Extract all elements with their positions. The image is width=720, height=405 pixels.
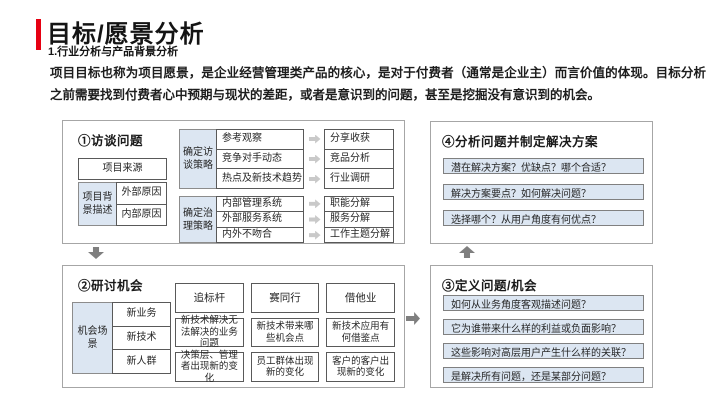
grid-cell: 新技术解决无法解决的业务问题: [175, 315, 244, 349]
opportunity-grid: 追标杆 赛同行 借他业 新技术解决无法解决的业务问题 新技术带来哪些机会点 新技…: [175, 283, 395, 384]
governance-strategy-group: 确定治理策略 内部管理系统 外部服务系统 内外不吻合 职能分解 服务分解 工作主…: [179, 196, 394, 243]
strategy-item: 外部服务系统: [216, 211, 304, 228]
question-bar: 是解决所有问题，还是某部分问题？: [443, 367, 644, 383]
strategy-outcome: 竞品分析: [324, 148, 394, 170]
panel-interview-questions: ①访谈问题 项目来源 项目背景描述 外部原因 内部原因 确定访谈策略 参考观察 …: [62, 120, 405, 244]
small-right-arrow-icon: [308, 154, 321, 164]
small-right-arrow-icon: [308, 214, 321, 224]
interview-strategy-outcomes: 分享收获 竞品分析 行业调研: [324, 129, 394, 190]
scene-row: 新技术: [112, 325, 171, 351]
question-bar: 解决方案要点？如何解决问题？: [443, 184, 644, 200]
strategy-arrows: [304, 196, 325, 243]
intro-paragraph: 项目目标也称为项目愿景，是企业经营管理类产品的核心，是对于付费者（通常是企业主）…: [50, 66, 706, 102]
grid-cell: 决策层、管理者出现新的变化: [175, 350, 244, 384]
project-source-box: 项目来源: [78, 158, 167, 180]
grid-cell: 追标杆: [175, 283, 244, 313]
panel-define-label: ③定义问题/机会: [442, 279, 537, 293]
small-right-arrow-icon: [308, 174, 321, 184]
strategy-outcome: 分享收获: [324, 129, 394, 150]
question-bar: 这些影响对高层用户产生什么样的关联？: [443, 343, 644, 359]
question-bar: 选择哪个？从用户角度有何优点？: [443, 210, 644, 226]
grid-cell: 新技术应用有何借鉴点: [326, 318, 395, 347]
flow-arrow-down-icon: [88, 247, 104, 259]
strategy-outcome: 职能分解: [324, 196, 394, 213]
strategy-outcome: 行业调研: [324, 168, 394, 190]
governance-strategy-items: 内部管理系统 外部服务系统 内外不吻合: [216, 196, 304, 243]
project-background-table: 项目背景描述 外部原因 内部原因: [78, 182, 167, 226]
strategy-item: 内外不吻合: [216, 226, 304, 243]
background-cause-cell: 内部原因: [116, 203, 167, 226]
strategy-outcome: 服务分解: [324, 211, 394, 228]
slide-subtitle: 1.行业分析与产品背景分析: [48, 46, 179, 58]
scene-row: 新业务: [112, 302, 171, 327]
slide-title: 目标/愿景分析: [47, 21, 205, 48]
opportunity-scene-rows: 新业务 新技术 新人群: [112, 302, 171, 375]
strategy-item: 内部管理系统: [216, 196, 304, 213]
flow-arrow-up-icon: [459, 246, 475, 258]
title-accent-bar: [36, 19, 41, 50]
grid-cell: 员工群体出现新的变化: [250, 352, 320, 382]
strategy-item: 热点及新技术趋势: [216, 168, 304, 190]
panel-interview-label: ①访谈问题: [78, 134, 144, 148]
opportunity-scene-header: 机会场景: [72, 302, 113, 374]
panel-define-problem: ③定义问题/机会 如何从业务角度客观描述问题？ 它为谁带来什么样的利益或负面影响…: [430, 265, 653, 388]
governance-strategy-header: 确定治理策略: [179, 196, 217, 243]
panel-solution-label: ④分析问题并制定解决方案: [442, 135, 599, 149]
panel-solution-analysis: ④分析问题并制定解决方案 潜在解决方案？优缺点？哪个合适？ 解决方案要点？如何解…: [430, 121, 653, 244]
strategy-outcome: 工作主题分解: [324, 226, 394, 243]
flow-arrow-right-icon: [406, 312, 420, 325]
small-right-arrow-icon: [308, 199, 321, 209]
interview-strategy-group: 确定访谈策略 参考观察 竞争对手动态 热点及新技术趋势 分享收获 竞品分析 行业…: [179, 129, 394, 190]
grid-cell: 借他业: [326, 283, 395, 313]
small-right-arrow-icon: [308, 134, 321, 144]
panel-opportunity-label: ②研讨机会: [78, 279, 144, 293]
question-bar: 如何从业务角度客观描述问题？: [443, 295, 644, 311]
project-background-rows: 外部原因 内部原因: [116, 182, 167, 226]
question-bar: 它为谁带来什么样的利益或负面影响？: [443, 319, 644, 335]
strategy-item: 参考观察: [216, 129, 304, 150]
small-right-arrow-icon: [308, 230, 321, 240]
grid-cell: 客户的客户出现新的变化: [326, 352, 395, 382]
strategy-item: 竞争对手动态: [216, 148, 304, 170]
grid-cell: 赛同行: [250, 283, 320, 313]
governance-strategy-outcomes: 职能分解 服务分解 工作主题分解: [324, 196, 394, 243]
panel-opportunity-discussion: ②研讨机会 机会场景 新业务 新技术 新人群 追标杆 赛同行 借他业 新技术解决…: [62, 265, 405, 388]
question-bar: 潜在解决方案？优缺点？哪个合适？: [443, 158, 644, 174]
strategy-arrows: [304, 129, 325, 189]
opportunity-scene-table: 机会场景 新业务 新技术 新人群: [72, 302, 171, 375]
scene-row: 新人群: [112, 349, 171, 375]
interview-strategy-header: 确定访谈策略: [179, 129, 217, 189]
interview-strategy-items: 参考观察 竞争对手动态 热点及新技术趋势: [216, 129, 304, 190]
background-cause-cell: 外部原因: [116, 182, 167, 205]
grid-cell: 新技术带来哪些机会点: [250, 318, 320, 347]
project-background-header: 项目背景描述: [78, 182, 117, 226]
